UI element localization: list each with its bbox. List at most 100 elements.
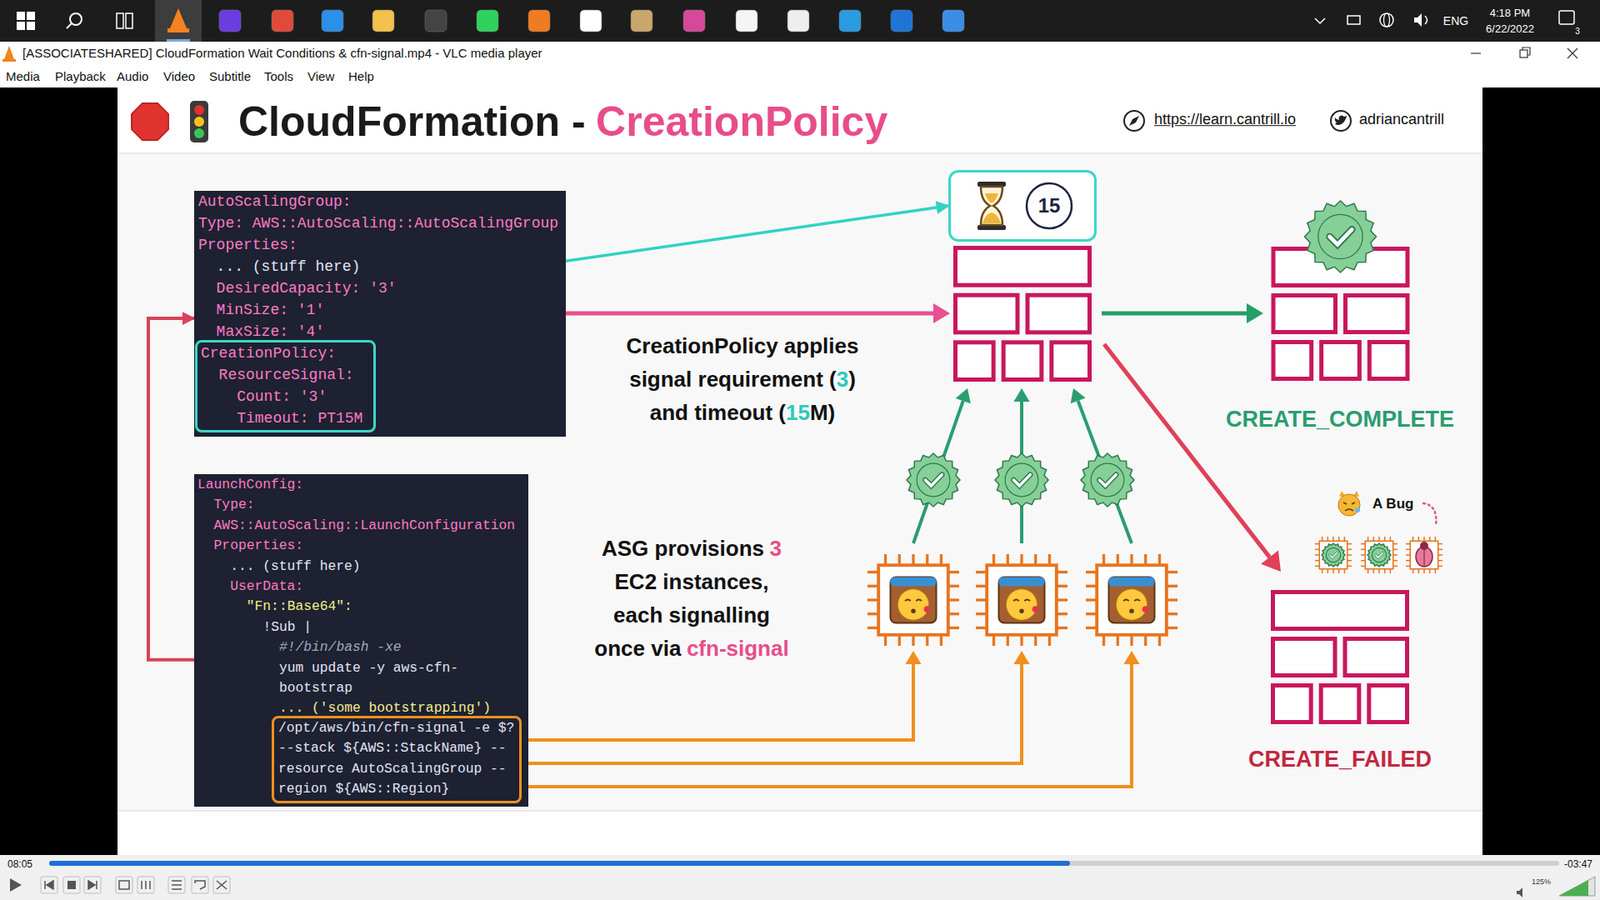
config-link	[148, 318, 195, 660]
search-icon	[70, 13, 82, 25]
bug-callout	[1344, 536, 1346, 541]
bug-callout	[1412, 536, 1415, 541]
slide	[117, 152, 1483, 155]
bug-callout	[1423, 536, 1425, 541]
code-line: UserData:	[230, 576, 304, 597]
stack-icon	[1320, 342, 1360, 380]
ec2-instances	[1085, 626, 1097, 630]
cloudformation-stack	[955, 248, 1090, 380]
cfn-signal-lines	[524, 666, 914, 740]
ec2-instances	[1056, 570, 1068, 574]
code-line: CreationPolicy:	[200, 342, 336, 365]
bug-callout	[1438, 560, 1443, 562]
taskbar-apps	[425, 10, 447, 32]
ec2-instances	[1020, 635, 1023, 646]
code-line: Properties:	[214, 535, 304, 556]
bug-callout	[1438, 565, 1443, 568]
ec2-instances	[1115, 589, 1147, 620]
bug-callout	[1315, 554, 1320, 556]
ec2-instances	[948, 570, 960, 574]
annotation-number: 3	[770, 535, 782, 561]
player-controls	[141, 880, 150, 890]
ec2-instances	[867, 585, 879, 588]
annotation: ASG provisions3EC2 instances,each signal…	[594, 531, 789, 665]
ec2-instances	[1116, 554, 1120, 565]
stack-icon	[1273, 685, 1312, 723]
bug-callout	[1384, 536, 1386, 541]
bug-callout	[1429, 569, 1431, 574]
slide	[117, 87, 1483, 855]
ec2-instances	[867, 612, 879, 615]
bug-callout	[1360, 565, 1365, 568]
text-line: and timeout (15M)	[626, 395, 860, 430]
bug-callout	[1405, 554, 1410, 556]
window-controls	[1567, 48, 1578, 59]
ec2-instances	[1070, 388, 1086, 404]
player-controls	[84, 876, 101, 894]
bug-callout	[1360, 543, 1365, 545]
bug-callout	[1435, 569, 1437, 574]
bug-callout	[1315, 549, 1320, 551]
taskbar-apps	[942, 10, 965, 32]
cfn-signal-lines	[1123, 650, 1140, 665]
compass-icon	[1124, 110, 1145, 131]
stop-sign-icon	[131, 103, 169, 140]
ec2-instances	[1102, 554, 1105, 565]
stack-icon	[1320, 685, 1360, 723]
window-controls	[1520, 50, 1528, 58]
window-chrome	[155, 0, 202, 42]
traffic-light-icon	[190, 100, 209, 143]
ec2-instances	[1085, 570, 1097, 574]
ec2-instances	[955, 388, 971, 404]
bug-callout	[1360, 549, 1365, 551]
ec2-instances	[1134, 599, 1140, 601]
flow-arrows	[1104, 344, 1270, 558]
search-icon	[66, 13, 82, 29]
player-controls	[171, 880, 182, 890]
annotation-text: signal requirement (	[629, 366, 837, 392]
ec2-instances	[906, 453, 960, 507]
cloudformation-stack	[955, 248, 1090, 286]
ec2-instances	[1158, 554, 1161, 565]
ec2-instances	[867, 570, 879, 574]
code-line: ... (stuff here)	[216, 255, 361, 278]
ec2-instances	[898, 554, 901, 565]
annotation-text: once via	[594, 635, 681, 661]
code-line: AutoScalingGroup:	[198, 190, 352, 213]
ec2-instances	[1048, 635, 1051, 646]
player-controls	[1516, 887, 1523, 898]
bug-callout	[1393, 543, 1398, 545]
cfn-signal-lines	[911, 664, 915, 669]
status-label: CREATE_FAILED	[1248, 745, 1432, 773]
bug-callout	[1332, 536, 1335, 541]
player-controls	[216, 880, 227, 890]
language-indicator: ENG	[1443, 14, 1469, 29]
ec2-instances	[975, 570, 987, 574]
ec2-instances	[1158, 635, 1161, 646]
windows-logo	[26, 11, 35, 20]
player-controls	[88, 880, 97, 890]
windows-logo	[16, 21, 25, 30]
vlc-title-icon	[4, 45, 15, 60]
ec2-instances	[925, 635, 929, 646]
bug-callout	[1321, 543, 1345, 567]
bug-callout	[1319, 540, 1347, 569]
ec2-instances	[1166, 626, 1178, 630]
stack-icon	[1273, 639, 1336, 676]
search-icon	[66, 23, 72, 29]
hourglass-icon	[980, 186, 1003, 225]
annotation-text: )	[848, 366, 856, 392]
cfn-signal-lines	[524, 666, 1132, 787]
bug-callout	[1321, 536, 1324, 541]
bug-callout	[1332, 569, 1335, 574]
stack-icon	[1225, 588, 1455, 728]
stack-icon	[1273, 592, 1408, 630]
window-chrome	[0, 87, 1600, 855]
slide	[117, 810, 1483, 812]
menu-item: Tools	[264, 69, 294, 85]
player-controls	[191, 876, 209, 894]
code-line: DesiredCapacity: '3'	[216, 277, 397, 300]
bug-callout	[1393, 560, 1398, 562]
ec2-instances	[1144, 635, 1147, 646]
code-line: "Fn::Base64":	[246, 596, 353, 617]
